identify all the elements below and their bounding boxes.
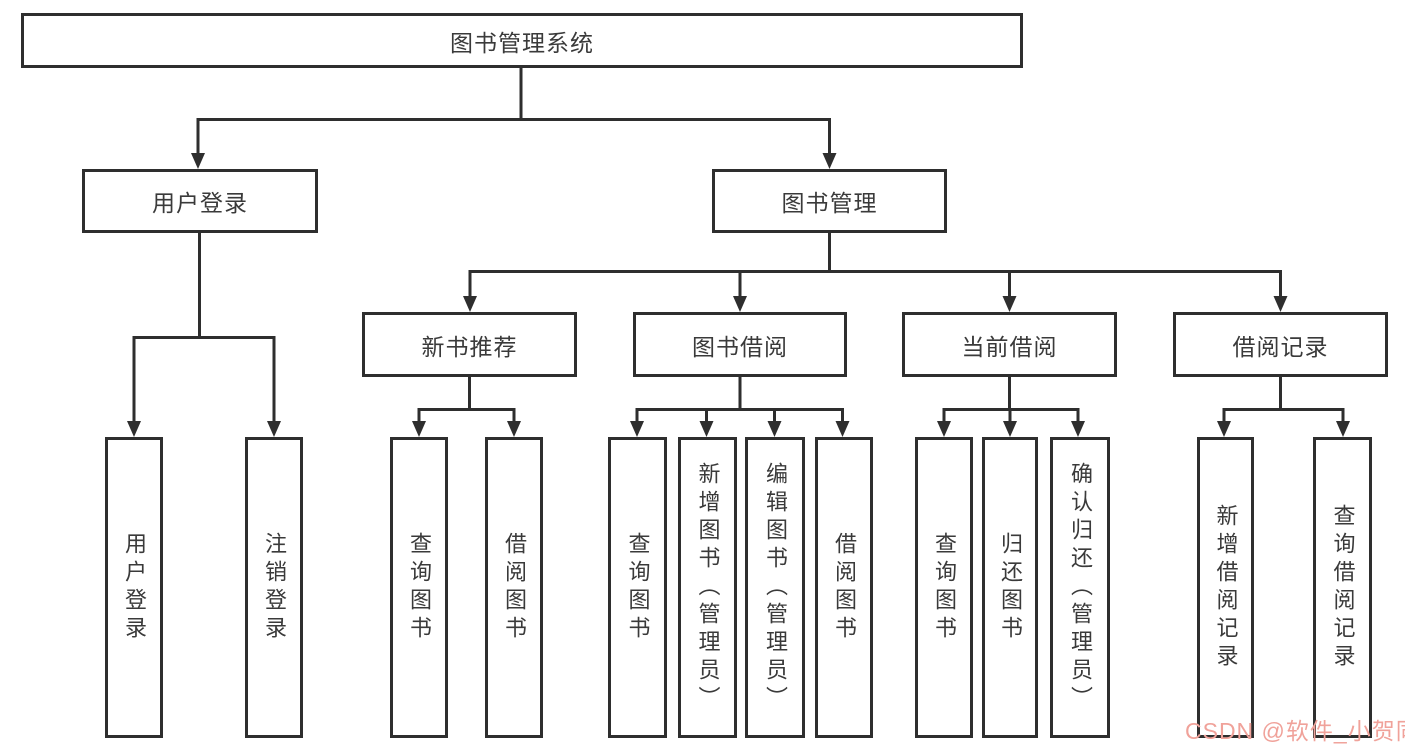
- node-borrowing-records: 借阅记录: [1173, 312, 1388, 377]
- node-borrowing-records-label: 借阅记录: [1232, 333, 1329, 360]
- node-book-management: 图书管理: [712, 169, 947, 233]
- leaf-current-query-books-label: 查询图书: [932, 531, 957, 644]
- leaf-borrowing-borrow-books: 借阅图书: [815, 437, 873, 738]
- node-user-login-label: 用户登录: [152, 190, 248, 216]
- leaf-logout-login-label: 注销登录: [262, 531, 287, 644]
- leaf-borrowing-borrow-books-label: 借阅图书: [832, 531, 857, 644]
- leaf-current-confirm-return-admin-label: 确认归还（管理员）: [1068, 461, 1093, 714]
- leaf-borrowing-query-books-label: 查询图书: [625, 531, 651, 644]
- leaf-current-return-books-label: 归还图书: [998, 531, 1023, 644]
- node-new-book-recommend-label: 新书推荐: [421, 333, 518, 360]
- node-user-login: 用户登录: [82, 169, 318, 233]
- leaf-current-confirm-return-admin: 确认归还（管理员）: [1050, 437, 1110, 738]
- leaf-logout-login: 注销登录: [245, 437, 303, 738]
- leaf-borrowing-edit-books-admin-label: 编辑图书（管理员）: [763, 461, 788, 714]
- leaf-current-query-books: 查询图书: [915, 437, 973, 738]
- leaf-user-login-label: 用户登录: [122, 531, 147, 644]
- leaf-records-add-borrow-record-label: 新增借阅记录: [1213, 503, 1239, 672]
- leaf-recommend-query-books-label: 查询图书: [407, 531, 432, 644]
- leaf-recommend-borrow-books: 借阅图书: [485, 437, 543, 738]
- leaf-recommend-borrow-books-label: 借阅图书: [502, 531, 527, 644]
- leaf-recommend-query-books: 查询图书: [390, 437, 448, 738]
- node-current-borrowing-label: 当前借阅: [961, 333, 1058, 360]
- node-book-borrowing-label: 图书借阅: [692, 333, 788, 360]
- leaf-borrowing-edit-books-admin: 编辑图书（管理员）: [745, 437, 805, 738]
- leaf-borrowing-add-books-admin: 新增图书（管理员）: [678, 437, 737, 738]
- node-current-borrowing: 当前借阅: [902, 312, 1117, 377]
- node-book-borrowing: 图书借阅: [633, 312, 847, 377]
- leaf-records-add-borrow-record: 新增借阅记录: [1197, 437, 1254, 738]
- csdn-watermark: CSDN @软件_小贺同学: [1185, 718, 1405, 744]
- leaf-current-return-books: 归还图书: [982, 437, 1038, 738]
- node-library-system-label: 图书管理系统: [450, 29, 594, 56]
- leaf-borrowing-query-books: 查询图书: [608, 437, 667, 738]
- node-book-management-label: 图书管理: [781, 190, 878, 216]
- node-new-book-recommend: 新书推荐: [362, 312, 577, 377]
- leaf-records-query-borrow-record-label: 查询借阅记录: [1330, 503, 1356, 672]
- arrow-down-icons: [127, 153, 1350, 437]
- leaf-user-login: 用户登录: [105, 437, 163, 738]
- leaf-records-query-borrow-record: 查询借阅记录: [1313, 437, 1372, 738]
- node-library-system: 图书管理系统: [21, 13, 1023, 68]
- leaf-borrowing-add-books-admin-label: 新增图书（管理员）: [695, 461, 721, 714]
